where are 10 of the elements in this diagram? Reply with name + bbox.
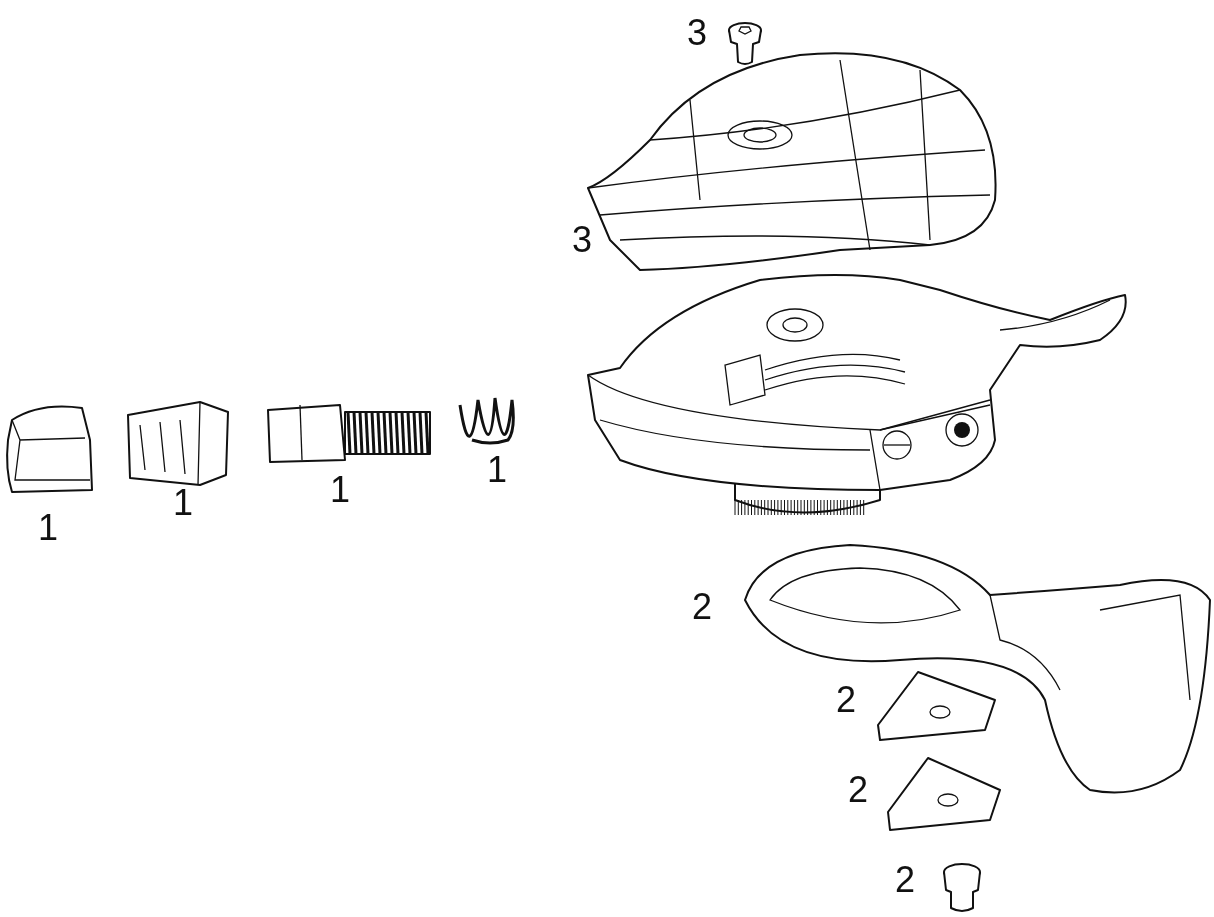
- callout-number: 3: [572, 222, 593, 258]
- callout-number: 2: [836, 682, 857, 718]
- callout-number: 2: [895, 862, 916, 898]
- callout-number: 1: [330, 472, 351, 508]
- callout-number: 1: [487, 452, 508, 488]
- callout-number: 3: [687, 15, 708, 51]
- callout-number: 1: [38, 510, 59, 546]
- callout-number: 2: [848, 772, 869, 808]
- callout-number: 1: [173, 485, 194, 521]
- callout-number: 2: [692, 589, 713, 625]
